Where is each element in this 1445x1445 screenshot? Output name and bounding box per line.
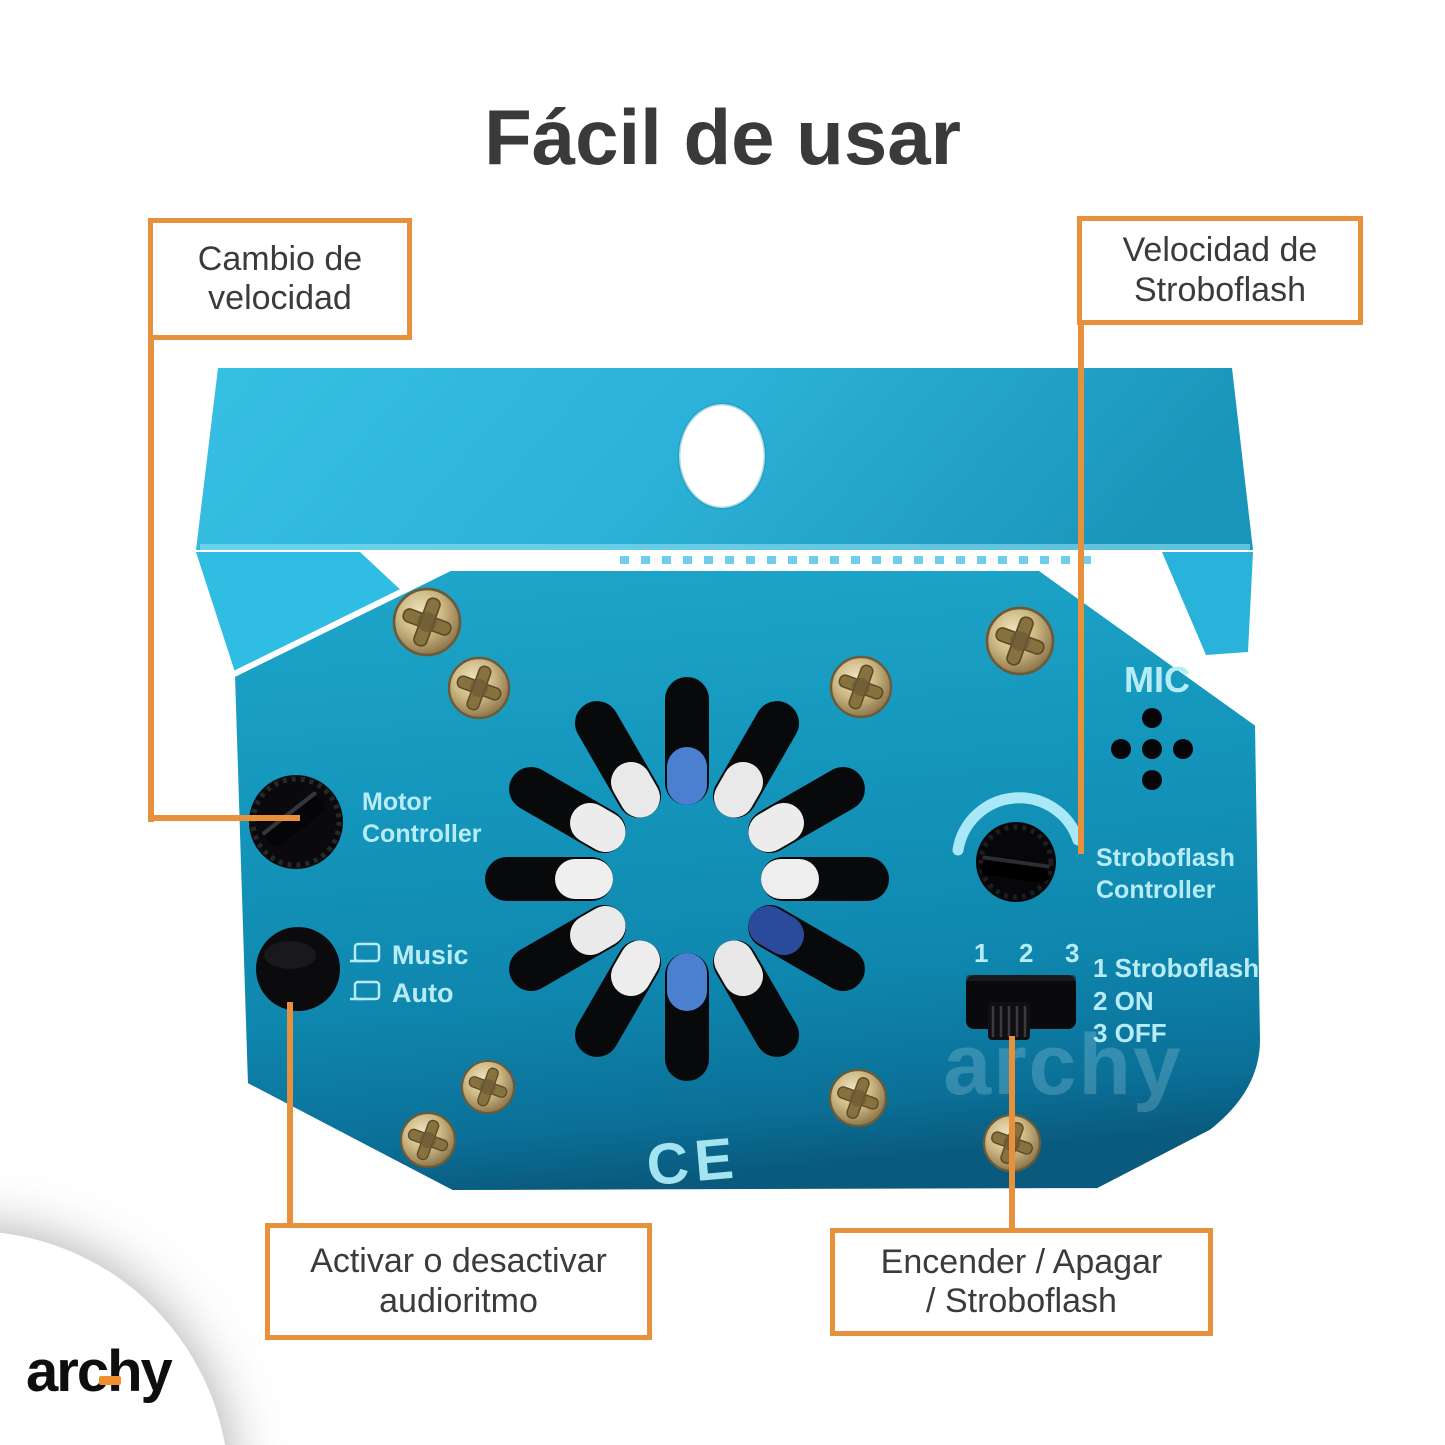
screw-icon — [460, 1059, 516, 1115]
callout-audio-mode: Activar o desactivar audioritmo — [265, 1223, 652, 1340]
callout-strobo-speed-line2: Stroboflash — [1134, 270, 1306, 309]
vent-slot — [748, 767, 865, 853]
connector-strobo-speed — [1078, 313, 1084, 854]
callout-audio-line2: audioritmo — [379, 1281, 538, 1320]
vent-slot — [713, 940, 799, 1057]
music-mode-icon — [353, 942, 381, 963]
vent-fan — [485, 677, 889, 1081]
connector-speed-vertical — [148, 330, 154, 822]
mode-switch — [966, 975, 1076, 1040]
vent-slot — [575, 940, 661, 1057]
screw-icon — [828, 1068, 888, 1128]
switch-legend-2: 2 ON — [1093, 986, 1154, 1016]
bracket-arm-right — [1162, 552, 1253, 655]
vent-slot — [665, 677, 709, 805]
connector-power — [1009, 1036, 1015, 1230]
vent-slot — [713, 701, 799, 818]
vent-slot — [509, 905, 626, 991]
screw-icon — [399, 1111, 457, 1169]
callout-speed-line2: velocidad — [208, 279, 352, 317]
switch-legend-1: 1 Stroboflash — [1093, 953, 1259, 983]
motor-controller-knob — [249, 775, 343, 869]
brand-logo: archy — [26, 1339, 173, 1404]
ce-mark: CE — [644, 1125, 742, 1198]
motor-label-line1: Motor — [362, 788, 432, 816]
mic-label: MIC — [1124, 659, 1190, 700]
callout-speed-line1: Cambio de — [197, 239, 363, 278]
screw-icon — [392, 587, 462, 657]
connector-speed-horizontal — [148, 815, 300, 821]
brand-logo-dash-icon — [99, 1376, 121, 1385]
callout-audio-line1: Activar o desactivar — [310, 1242, 607, 1281]
auto-label: Auto — [392, 978, 453, 1008]
callout-power-line1: Encender / Apagar — [880, 1242, 1163, 1281]
music-label: Music — [392, 940, 469, 970]
connector-audio — [287, 1002, 293, 1225]
vent-slot — [509, 767, 626, 853]
screw-icon — [985, 606, 1055, 676]
page-title: Fácil de usar — [484, 93, 961, 181]
knob-arc-icon — [952, 792, 1084, 856]
vent-slot — [665, 953, 709, 1081]
callout-power-line2: / Stroboflash — [926, 1282, 1117, 1320]
strobo-label-line2: Controller — [1096, 876, 1216, 904]
switch-legend-3: 3 OFF — [1093, 1018, 1167, 1048]
callout-strobo-speed: Velocidad de Stroboflash — [1077, 216, 1363, 325]
vent-slot — [761, 857, 889, 901]
bracket-hole — [677, 402, 767, 510]
device-watermark: archy — [943, 1017, 1183, 1113]
switch-pos-2: 2 — [1019, 938, 1033, 968]
screw-icon — [829, 655, 893, 719]
switch-pos-1: 1 — [974, 938, 988, 968]
auto-mode-icon — [353, 980, 381, 1001]
motor-label-line2: Controller — [362, 820, 482, 848]
callout-power: Encender / Apagar / Stroboflash — [830, 1228, 1213, 1336]
callout-speed-change: Cambio de velocidad — [148, 218, 412, 340]
switch-pos-3: 3 — [1065, 938, 1079, 968]
vent-slot — [485, 857, 613, 901]
music-auto-button — [256, 927, 340, 1011]
vent-slot — [748, 905, 865, 991]
stroboflash-controller-knob — [976, 822, 1056, 902]
mic-holes — [1111, 708, 1193, 790]
vent-slot — [575, 701, 661, 818]
screw-icon — [447, 656, 511, 720]
strobo-label-line1: Stroboflash — [1096, 844, 1235, 872]
callout-strobo-speed-line1: Velocidad de — [1122, 231, 1318, 270]
